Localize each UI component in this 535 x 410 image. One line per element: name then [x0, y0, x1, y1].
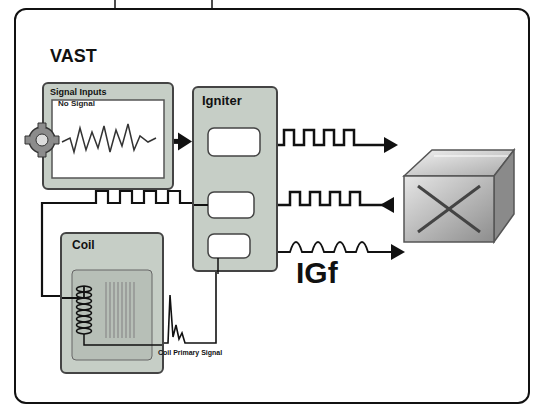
- arrow-head: [391, 244, 405, 260]
- arrow-head: [380, 197, 394, 213]
- diagram-title: VAST: [50, 46, 97, 67]
- signal-name: IGf: [296, 256, 338, 290]
- igniter-slots: [194, 88, 276, 274]
- box-title: Signal Inputs: [50, 87, 172, 97]
- signal-name: Coil Primary Signal: [158, 349, 222, 356]
- arrow-head: [384, 137, 398, 153]
- ecu-icon: [404, 150, 514, 242]
- igt-output-wave: [274, 130, 386, 145]
- component-box: Coil: [60, 232, 164, 374]
- wire: [164, 272, 216, 343]
- coil-art: [62, 234, 162, 376]
- arrow-head: [178, 132, 192, 150]
- igf-wave: [274, 242, 392, 252]
- component-box: Signal Inputs No Signal: [42, 82, 174, 190]
- connector-line: [164, 272, 216, 343]
- igt-input-wave: [274, 192, 392, 205]
- component-box: Igniter: [192, 86, 278, 272]
- panel-text: No Signal: [58, 99, 172, 108]
- box-title: Coil: [72, 238, 162, 252]
- signal-arrow: [174, 132, 192, 150]
- box-title: Igniter: [202, 93, 276, 108]
